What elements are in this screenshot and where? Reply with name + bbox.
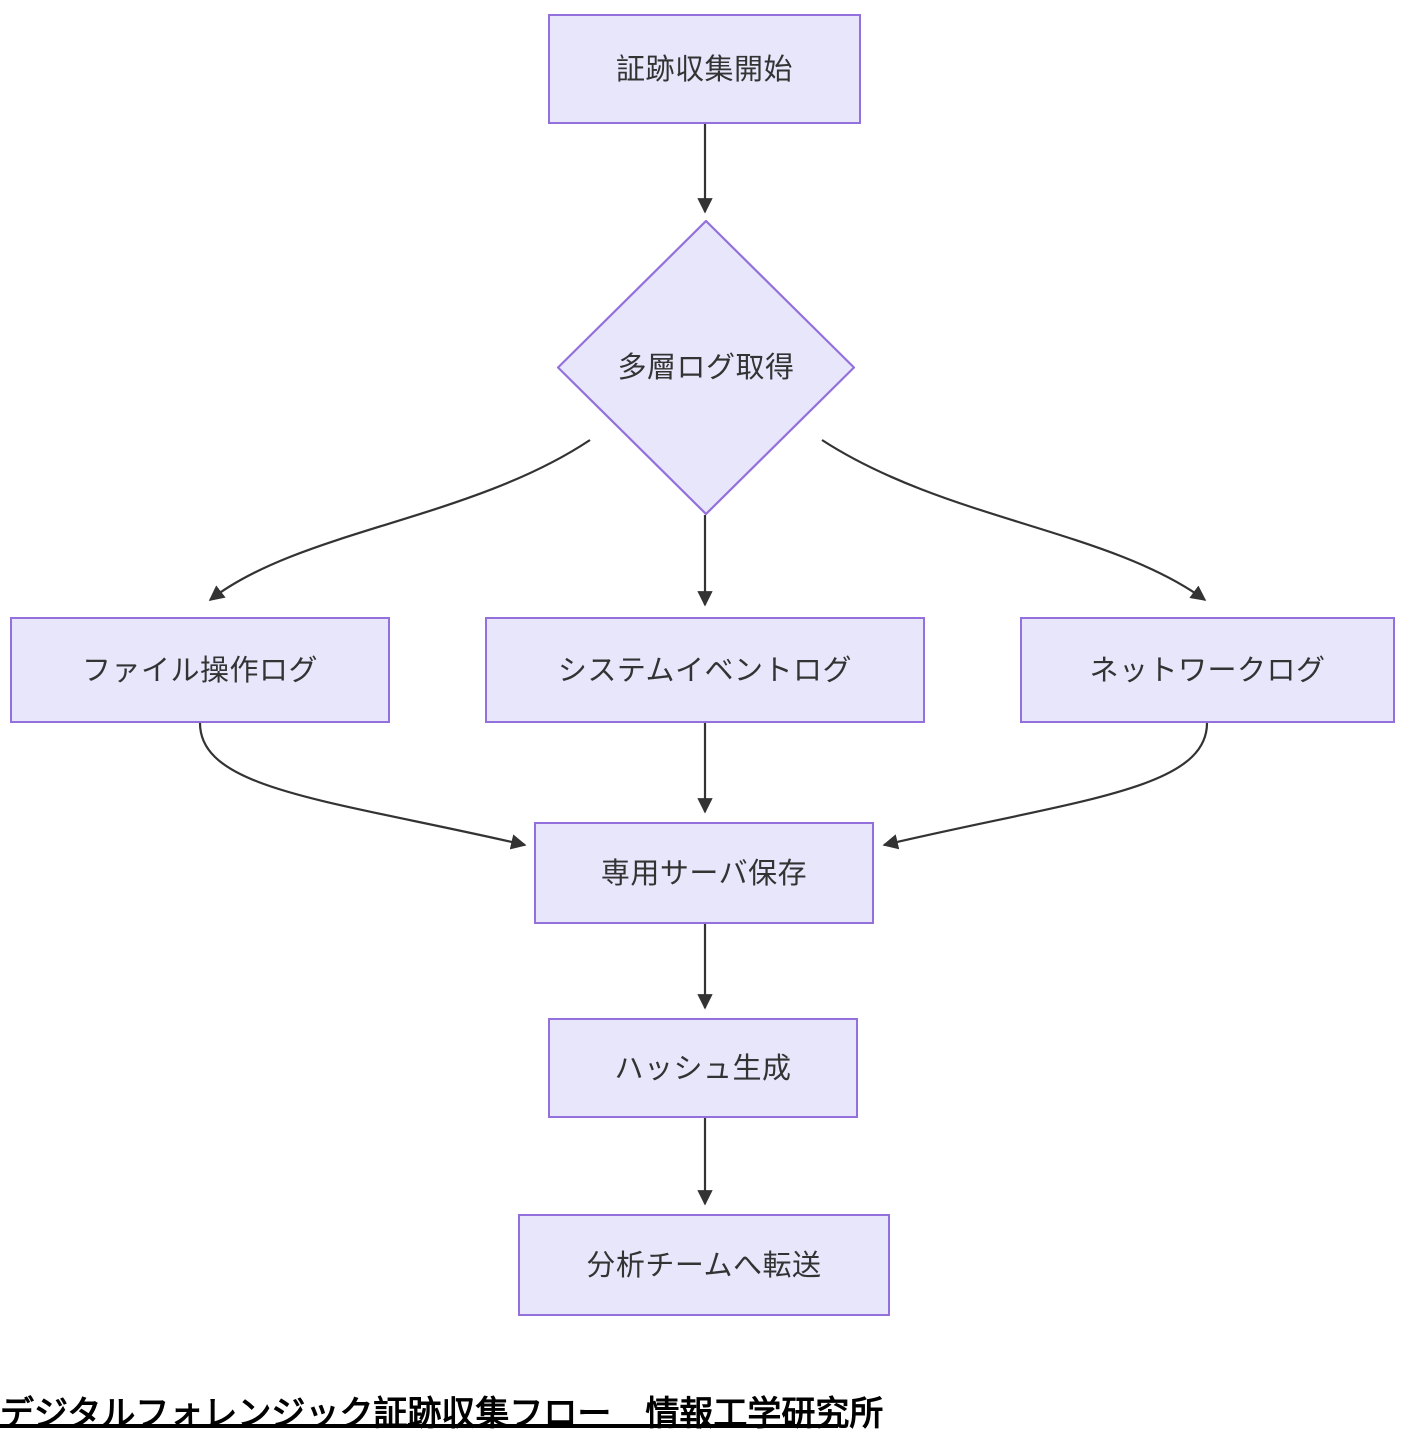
- edge-netlog-to-server: [882, 722, 1209, 850]
- node-syslog-label: システムイベントログ: [557, 652, 853, 687]
- caption-underline: [0, 1424, 838, 1428]
- node-server-label: 専用サーバ保存: [600, 855, 808, 890]
- node-hash-label: ハッシュ生成: [614, 1050, 792, 1085]
- node-acquire[interactable]: 多層ログ取得: [557, 220, 855, 515]
- node-send[interactable]: 分析チームへ転送: [518, 1214, 890, 1316]
- edge-filelog-to-server: [198, 722, 527, 850]
- node-server[interactable]: 専用サーバ保存: [534, 822, 874, 924]
- node-netlog[interactable]: ネットワークログ: [1020, 617, 1395, 723]
- diamond-shape-icon: [557, 220, 855, 515]
- edge-acquire-to-netlog: [821, 439, 1207, 601]
- node-start[interactable]: 証跡収集開始: [548, 14, 861, 124]
- node-hash[interactable]: ハッシュ生成: [548, 1018, 858, 1118]
- node-filelog[interactable]: ファイル操作ログ: [10, 617, 390, 723]
- node-acquire-label: 多層ログ取得: [617, 350, 795, 385]
- node-netlog-label: ネットワークログ: [1089, 652, 1326, 687]
- node-filelog-label: ファイル操作ログ: [81, 652, 318, 687]
- node-send-label: 分析チームへ転送: [586, 1247, 822, 1282]
- edge-acquire-to-filelog: [208, 439, 591, 601]
- node-syslog[interactable]: システムイベントログ: [485, 617, 925, 723]
- node-start-label: 証跡収集開始: [615, 51, 793, 86]
